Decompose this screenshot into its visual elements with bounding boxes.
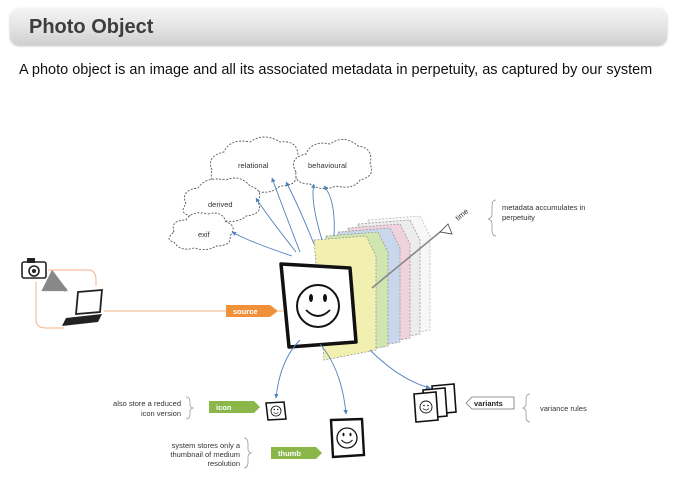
- icon-frame: [265, 401, 287, 421]
- import-arrow-icon: [41, 269, 69, 292]
- smiley-face-icon: [336, 427, 358, 449]
- thumb-frame: [329, 417, 366, 459]
- accumulate-note-line2: perpetuity: [502, 213, 535, 222]
- time-label: time: [454, 207, 471, 223]
- camera-icon: [21, 258, 47, 279]
- title-bar: Photo Object: [10, 8, 667, 45]
- cloud-label-derived: derived: [208, 200, 233, 209]
- cloud-label-relational: relational: [238, 161, 269, 170]
- variance-note: variance rules: [540, 404, 587, 413]
- source-tag: source: [226, 305, 278, 317]
- metadata-arrows: [231, 177, 335, 257]
- main-photo-frame: [279, 262, 358, 349]
- icon-tag-label: icon: [216, 403, 232, 412]
- variants-tag: variants: [465, 396, 515, 410]
- accumulate-brace: [487, 199, 497, 237]
- cloud-behavioural: behavioural: [293, 139, 373, 189]
- thumb-tag: thumb: [271, 447, 322, 459]
- intro-text: A photo object is an image and all its a…: [19, 62, 653, 78]
- variant-frames: [413, 383, 457, 423]
- thumb-note-line1: system stores only a: [172, 441, 241, 450]
- smiley-face-icon: [296, 284, 340, 328]
- page-title: Photo Object: [29, 16, 154, 38]
- output-arrows: [274, 339, 431, 415]
- cloud-label-behavioural: behavioural: [308, 161, 347, 170]
- accumulate-note-line1: metadata accumulates in: [502, 203, 585, 212]
- icon-note-line2: icon version: [141, 409, 181, 418]
- laptop-icon: [62, 289, 103, 326]
- source-tag-label: source: [233, 307, 258, 316]
- variants-tag-label: variants: [474, 399, 503, 408]
- source-bracket: [48, 269, 97, 286]
- icon-note-brace: [185, 396, 195, 420]
- source-bracket-left: [35, 282, 64, 329]
- smiley-face-icon: [419, 400, 433, 414]
- variance-brace: [521, 393, 531, 423]
- thumb-note-brace: [243, 437, 253, 469]
- thumb-tag-label: thumb: [278, 449, 301, 458]
- thumb-note-line2: thumbnail of medium: [170, 450, 240, 459]
- cloud-exif: exif: [168, 212, 234, 251]
- smiley-face-icon: [270, 405, 282, 417]
- thumb-note-line3: resolution: [207, 459, 240, 468]
- cloud-label-exif: exif: [198, 230, 211, 239]
- icon-note-line1: also store a reduced: [113, 399, 181, 408]
- icon-tag: icon: [209, 401, 260, 413]
